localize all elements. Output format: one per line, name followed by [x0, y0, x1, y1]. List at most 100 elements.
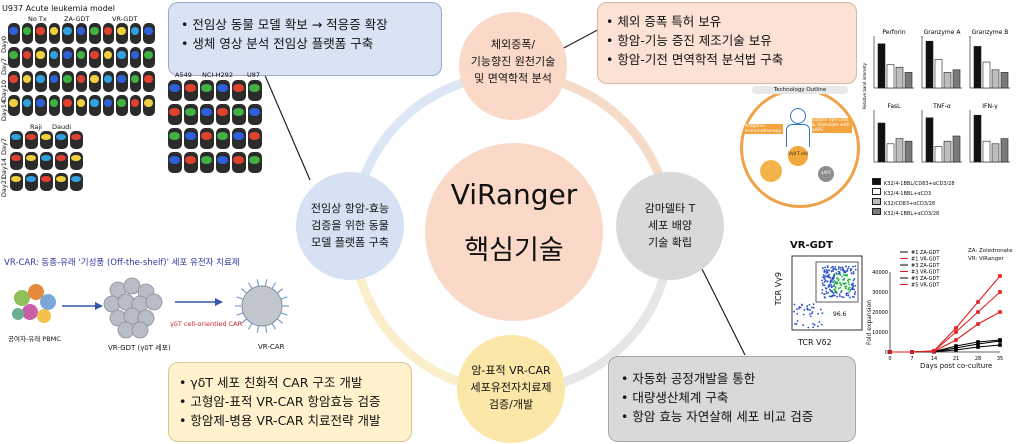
bar-legend-item: K32/4-1BBL+αCD3/28 [872, 208, 955, 218]
flow-event [834, 266, 837, 268]
flow-event [847, 294, 850, 297]
signal-blob [233, 155, 244, 164]
flow-event [823, 296, 826, 299]
mouse-image [10, 131, 23, 149]
mouse-image [116, 47, 128, 68]
mouse-image [35, 95, 47, 116]
signal-blob [130, 50, 139, 59]
signal-blob [169, 131, 180, 140]
bar-panel-title: Perforin [882, 29, 905, 36]
node-left [296, 172, 404, 280]
bar [1000, 72, 1009, 89]
bar [925, 40, 934, 89]
car-result-label: VR-CAR [258, 343, 285, 351]
gdt-cluster-icon [103, 277, 163, 339]
mouse-image [232, 128, 246, 149]
flow-event [831, 285, 833, 288]
signal-blob [144, 50, 153, 59]
signal-blob [22, 74, 31, 83]
flow-event [839, 286, 842, 289]
flow-event [824, 275, 827, 278]
flow-event [833, 274, 835, 277]
flow-event [821, 288, 824, 291]
flow-event [829, 279, 832, 282]
signal-blob [144, 74, 153, 83]
signal-blob [144, 26, 153, 35]
signal-blob [36, 26, 45, 35]
flow-event [796, 312, 799, 315]
flow-event [847, 281, 850, 283]
data-point [976, 345, 980, 349]
signal-blob [49, 26, 58, 35]
legend-label: K32/4-1BBL+αCD3 [884, 191, 932, 197]
mouse-image [25, 152, 38, 170]
legend-label: #5 VR-GDT [911, 283, 940, 289]
signal-blob [63, 26, 72, 35]
flow-event [844, 274, 846, 277]
flow-event [829, 290, 832, 292]
bar [943, 140, 952, 163]
signal-blob [185, 107, 196, 116]
flow-event [811, 311, 814, 313]
mouse-image [184, 152, 198, 173]
car-receptor [280, 296, 288, 300]
flow-event [852, 271, 855, 273]
signal-blob [9, 26, 18, 35]
mouse-image [25, 173, 38, 191]
box-top-left: • 전임상 동물 모델 확보 → 적응증 확장• 생체 영상 분석 전임상 플랫… [168, 2, 442, 76]
car-receptor [256, 325, 260, 333]
signal-blob [76, 98, 85, 107]
signal-blob [117, 74, 126, 83]
bar-legend-item: K32/4-1BBL+αCD3 [872, 188, 955, 198]
signal-blob [217, 155, 228, 164]
bar [943, 72, 952, 89]
flow-event [809, 309, 811, 311]
flow-event [847, 267, 849, 270]
mouse-image [48, 95, 60, 116]
legend-label: #1 VR-GDT [911, 257, 940, 263]
mouse-image [40, 152, 53, 170]
center-subtitle: 핵심기술 [464, 235, 564, 266]
flow-plot [791, 255, 863, 331]
flow-event [852, 284, 855, 287]
signal-blob [41, 175, 51, 183]
flow-event [852, 279, 855, 282]
imaging-group-1: ZA-GDT [64, 15, 90, 23]
data-point [998, 310, 1002, 314]
signal-blob [9, 50, 18, 59]
flow-event [848, 283, 850, 286]
signal-blob [130, 26, 139, 35]
car-cell-icon [235, 279, 289, 333]
signal-blob [22, 98, 31, 107]
mouse-image [55, 131, 68, 149]
data-point [932, 349, 936, 354]
flow-event [850, 288, 853, 291]
mouse-image [35, 23, 47, 44]
flow-event [849, 268, 852, 270]
flow-event [832, 268, 835, 271]
data-point [954, 326, 958, 330]
tech-cell-label: Vγ9 T cell [788, 151, 808, 156]
bar [895, 66, 904, 89]
signal-blob [11, 133, 21, 141]
signal-blob [169, 83, 180, 92]
line-b-0: Raji [30, 123, 42, 131]
data-point [954, 338, 958, 342]
data-point [910, 350, 914, 354]
data-point [998, 343, 1002, 347]
flow-event [806, 305, 809, 307]
flow-event [832, 270, 835, 272]
flow-event [826, 271, 829, 274]
mouse-image [200, 80, 214, 101]
legend-swatch [872, 198, 881, 205]
legend-swatch [872, 178, 881, 185]
pbmc-cluster-icon [12, 284, 56, 323]
flow-event [840, 268, 842, 271]
imaging-day-3: Day14 [0, 100, 8, 122]
bar [934, 59, 943, 89]
signal-blob [90, 98, 99, 107]
line-a-2: U87 [247, 71, 261, 79]
imaging-day-0: Day0 [0, 36, 8, 53]
legend-label: #5 ZA-GDT [911, 276, 940, 282]
